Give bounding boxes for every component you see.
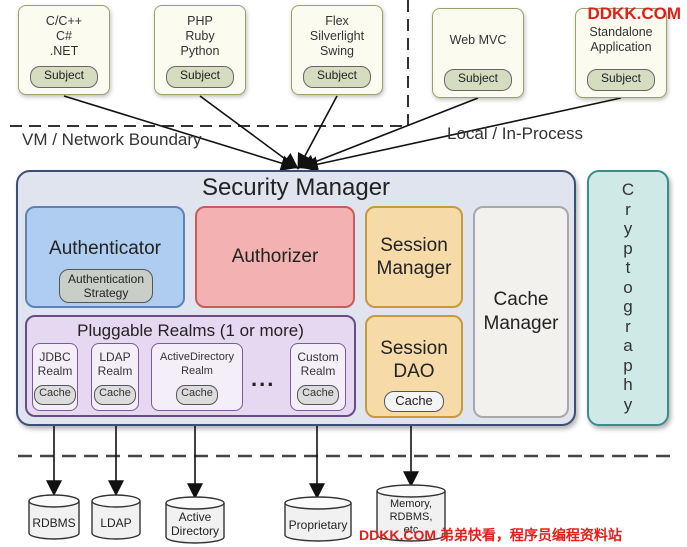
datastore-label: Active Directory [170,510,219,538]
client-standalone: Standalone Application Subject [575,8,667,98]
datastore-active-directory: Active Directory [165,496,225,544]
cryptography-letter: p [623,238,633,258]
realm-cache: Cache [34,385,76,405]
realm-label: JDBC Realm [37,350,73,378]
authenticator: Authenticator Authentication Strategy [25,206,185,308]
client-cpp: C/C++ C# .NET Subject [18,5,110,95]
watermark-top: DDKK.COM [587,4,682,23]
datastore-label: RDBMS [32,516,76,530]
security-manager-title: Security Manager [201,174,391,201]
datastore-label: Proprietary [288,518,348,532]
cache-manager-label: Cache Manager [483,289,559,334]
authorizer-label: Authorizer [231,246,319,267]
subject-pill: Subject [30,66,98,88]
datastore-memory: Memory, RDBMS, etc [376,484,446,542]
cache-manager: Cache Manager [473,206,569,418]
realm-label: ActiveDirectory Realm [160,351,234,377]
subject-pill: Subject [444,69,512,91]
subject-pill: Subject [303,66,371,88]
client-webmvc: Web MVC Subject [432,8,524,98]
client-label: Standalone Application [589,25,653,54]
cryptography-letter: r [625,316,631,336]
client-php: PHP Ruby Python Subject [154,5,246,95]
subject-pill: Subject [166,66,234,88]
realm-label: Custom Realm [297,350,339,378]
datastore-ldap: LDAP [91,494,141,540]
cryptography-letter: g [623,297,633,316]
cryptography-letter: o [623,277,633,297]
realm-label: LDAP Realm [97,350,133,378]
datastore-label: Memory, RDBMS, etc [389,498,433,536]
authenticator-label: Authenticator [49,238,161,259]
client-label: Flex Silverlight Swing [309,14,365,58]
session-dao-cache: Cache [384,391,444,412]
vm-network-boundary-label: VM / Network Boundary [22,130,202,149]
realms-ellipsis: ... [251,366,276,391]
session-dao: Session DAO Cache [365,315,463,418]
realm-cache: Cache [176,385,218,405]
realm-cache: Cache [94,385,136,405]
authentication-strategy: Authentication Strategy [59,269,153,303]
cryptography-letter: h [623,375,633,394]
cryptography-letter: a [623,336,633,355]
subject-pill: Subject [587,69,655,91]
realm-cache: Cache [297,385,339,405]
datastore-proprietary: Proprietary [284,496,352,542]
cryptography-letter: t [625,258,631,277]
realm-jdbc: JDBC Realm Cache [32,343,78,411]
client-label: C/C++ C# .NET [45,14,83,58]
cryptography-letter: r [625,199,631,219]
pluggable-realms-title: Pluggable Realms (1 or more) [77,321,304,340]
session-manager: Session Manager [365,206,463,308]
client-label: Web MVC [449,33,507,47]
cryptography-letter: y [623,394,633,414]
datastore-rdbms: RDBMS [28,494,80,540]
local-in-process-label: Local / In-Process [447,124,584,143]
datastore-label: LDAP [100,516,132,530]
realm-ldap: LDAP Realm Cache [91,343,139,411]
session-manager-label: Session Manager [376,235,452,279]
cryptography-letter: y [623,219,633,238]
realm-custom: Custom Realm Cache [290,343,346,411]
cryptography-letter: C [621,180,635,199]
client-label: PHP Ruby Python [180,14,220,58]
watermark-bottom: DDKK.COM 弟弟快看，程序员编程资料站 [359,527,622,543]
cryptography-letter: p [623,355,633,375]
realm-activedirectory: ActiveDirectory Realm Cache [151,343,243,411]
session-dao-label: Session DAO [380,338,448,382]
client-flex: Flex Silverlight Swing Subject [291,5,383,95]
authorizer: Authorizer [195,206,355,308]
